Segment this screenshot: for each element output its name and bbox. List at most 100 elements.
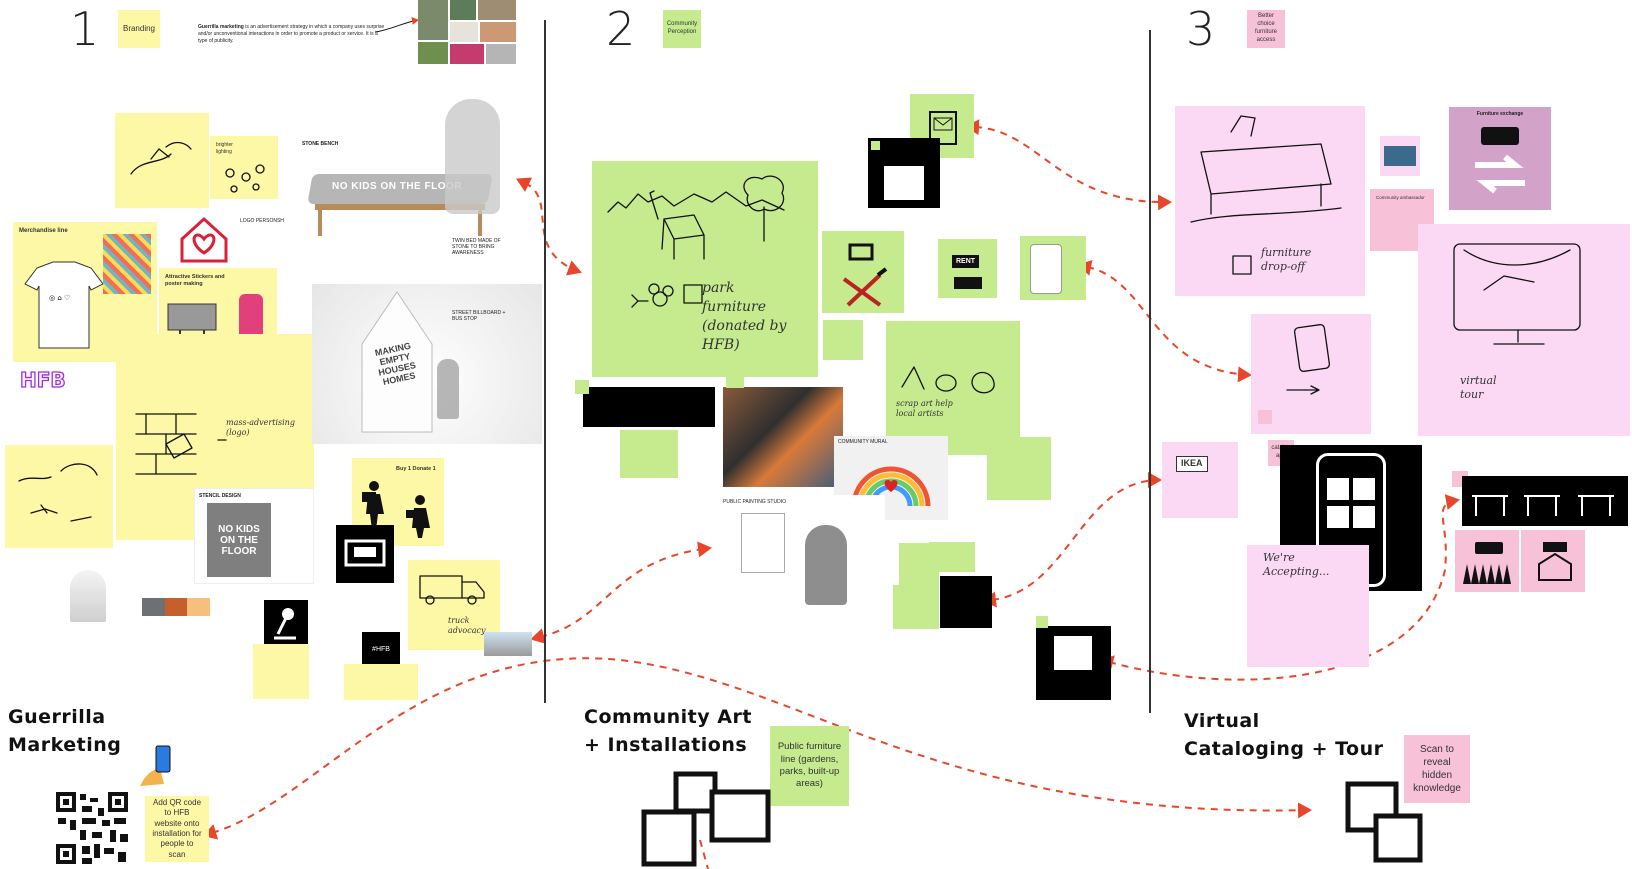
hashtag-text: #HFB	[372, 645, 390, 653]
truck-photo	[484, 632, 532, 656]
rent-note[interactable]: RENT	[938, 239, 997, 298]
microphone-icon	[264, 600, 308, 644]
definition-bold: Guerrilla marketing	[198, 24, 244, 30]
section-title-line2: + Installations	[584, 733, 748, 756]
scrap-art-note[interactable]: scrap art help local artists	[886, 321, 1020, 455]
connector-bench-park	[516, 177, 582, 276]
sketch-note-small[interactable]	[620, 430, 678, 478]
mural-tag[interactable]	[726, 370, 744, 388]
ambassador-label: Community ambassador	[1376, 195, 1425, 200]
justice-note[interactable]	[987, 437, 1051, 500]
section-tag[interactable]: Better choice furniture access	[1247, 10, 1285, 48]
dropoff-sketch[interactable]: furniture drop-off	[1175, 106, 1365, 296]
scrap-art-text: scrap art help local artists	[896, 399, 953, 419]
rent-sign: RENT	[952, 255, 980, 269]
section-title-line1: Guerrilla	[8, 706, 106, 728]
qr-code-note[interactable]: Add QR code to HFB website onto installa…	[145, 796, 209, 862]
hfb-logo: HFB	[19, 367, 66, 392]
dropoff-text: furniture drop-off	[1261, 246, 1312, 274]
mural-photo	[723, 387, 843, 487]
photo-strip	[583, 387, 715, 427]
section-title-line1: Virtual	[1184, 710, 1260, 732]
bench-text: NO KIDS ON THE FLOOR	[332, 181, 462, 192]
sofa-icon	[336, 525, 394, 583]
accepting-text: We're Accepting...	[1263, 551, 1330, 579]
small-note-strip[interactable]	[575, 380, 589, 394]
photo-collage	[418, 0, 518, 64]
painting-studio-label: PUBLIC PAINTING STUDIO	[723, 499, 786, 505]
street-poster	[1036, 626, 1111, 700]
connector-street-ikea	[982, 472, 1162, 608]
sketch-text: mass-advertising (logo)	[226, 418, 295, 438]
accepting-sketch[interactable]: We're Accepting...	[1247, 545, 1369, 667]
exchange-card: Furniture exchange	[1449, 107, 1551, 210]
stencil-label: STENCIL DESIGN	[199, 493, 241, 499]
street-kiosk-sketch	[70, 570, 106, 622]
section-number: 1	[70, 2, 100, 56]
stand-note[interactable]	[1020, 236, 1086, 300]
tables-strip	[1462, 476, 1628, 526]
definition-rest: is an advertisement strategy in which a …	[198, 24, 385, 44]
sketch-note-plane[interactable]	[5, 445, 113, 548]
connector-mailbox-exchange	[965, 119, 1172, 211]
hashtag-card: #HFB	[362, 632, 400, 666]
house-heart-logo	[180, 216, 228, 263]
dark-poster	[940, 576, 992, 628]
public-furniture-note[interactable]: Public furniture line (gardens, parks, b…	[770, 726, 849, 806]
exchange-title: Furniture exchange	[1476, 111, 1524, 117]
section-title-line2: Marketing	[8, 733, 122, 756]
section-number: 2	[606, 2, 636, 56]
lighting-note[interactable]: brighter lighting	[210, 136, 278, 199]
section-tag[interactable]: Branding	[118, 10, 160, 48]
house-note[interactable]	[1521, 530, 1585, 592]
stencil-board: STENCIL DESIGN NO KIDS ON THE FLOOR	[194, 488, 314, 584]
sketch-note-lamp[interactable]	[115, 113, 209, 208]
stencil-text: NO KIDS ON THE FLOOR	[218, 523, 260, 557]
connector-painting-truck	[530, 541, 712, 644]
sale-note[interactable]	[893, 585, 939, 629]
svg-text:◎ ⌂ ♡: ◎ ⌂ ♡	[49, 294, 70, 302]
section-title-line2: Cataloging + Tour	[1184, 737, 1384, 760]
stickers-title: Attractive Stickers and poster making	[165, 274, 225, 288]
section-title: Guerrilla Marketing	[8, 704, 121, 759]
couch-note[interactable]	[929, 542, 975, 572]
park-furniture-sketch[interactable]: park furniture (donated by HFB)	[592, 161, 818, 377]
connector-qr-scan	[202, 657, 1312, 840]
virtual-tour-text: virtual tour	[1460, 374, 1497, 402]
truck-text: truck advocacy	[448, 616, 486, 636]
phone-hand-icon	[140, 745, 171, 786]
qr-idea-note[interactable]	[344, 664, 418, 700]
section-tag[interactable]: Community Perception	[663, 10, 701, 48]
stone-bench-render: NO KIDS ON THE FLOOR	[307, 99, 520, 238]
scan-note[interactable]: Scan to reveal hidden knowledge	[1404, 735, 1470, 803]
billboard-label: STREET BILLBOARD + BUS STOP	[452, 310, 506, 322]
section-number: 3	[1186, 2, 1216, 56]
ikea-note[interactable]: IKEA	[1162, 442, 1238, 518]
qr-code[interactable]	[54, 790, 130, 866]
street-poster-tag[interactable]	[1036, 616, 1048, 628]
stone-bench-label: STONE BENCH	[302, 141, 339, 147]
lighting-label: brighter lighting	[216, 142, 233, 155]
logo-label: LOGO PERSONSH	[240, 218, 284, 224]
community-mural-label: COMMUNITY MURAL	[838, 439, 888, 445]
buy-donate-label: Buy 1 Donate 1	[396, 466, 436, 472]
squares-icon	[641, 771, 771, 867]
tools-note[interactable]	[822, 231, 904, 313]
color-palette	[142, 598, 211, 616]
section-title: Community Art + Installations	[584, 704, 752, 759]
photo-thumb	[1380, 136, 1420, 176]
sound-note[interactable]	[253, 644, 309, 699]
section-title-line1: Community Art	[584, 706, 752, 728]
house-render: MAKING EMPTY HOUSES HOMES	[312, 284, 542, 444]
small-pink-note[interactable]	[1258, 410, 1272, 424]
section-title: Virtual Cataloging + Tour	[1184, 708, 1384, 763]
crowd-note[interactable]	[1455, 530, 1519, 592]
twin-bed-label: TWIN BED MADE OF STONE TO BRING AWARENES…	[452, 238, 501, 256]
money-note[interactable]	[823, 320, 863, 360]
painting-studio: PUBLIC PAINTING STUDIO	[715, 495, 885, 611]
definition-text: Guerrilla marketing is an advertisement …	[198, 24, 388, 45]
ikea-label: IKEA	[1176, 456, 1208, 472]
section-divider-1	[544, 20, 546, 703]
virtual-tour-sketch[interactable]: virtual tour	[1418, 224, 1630, 436]
